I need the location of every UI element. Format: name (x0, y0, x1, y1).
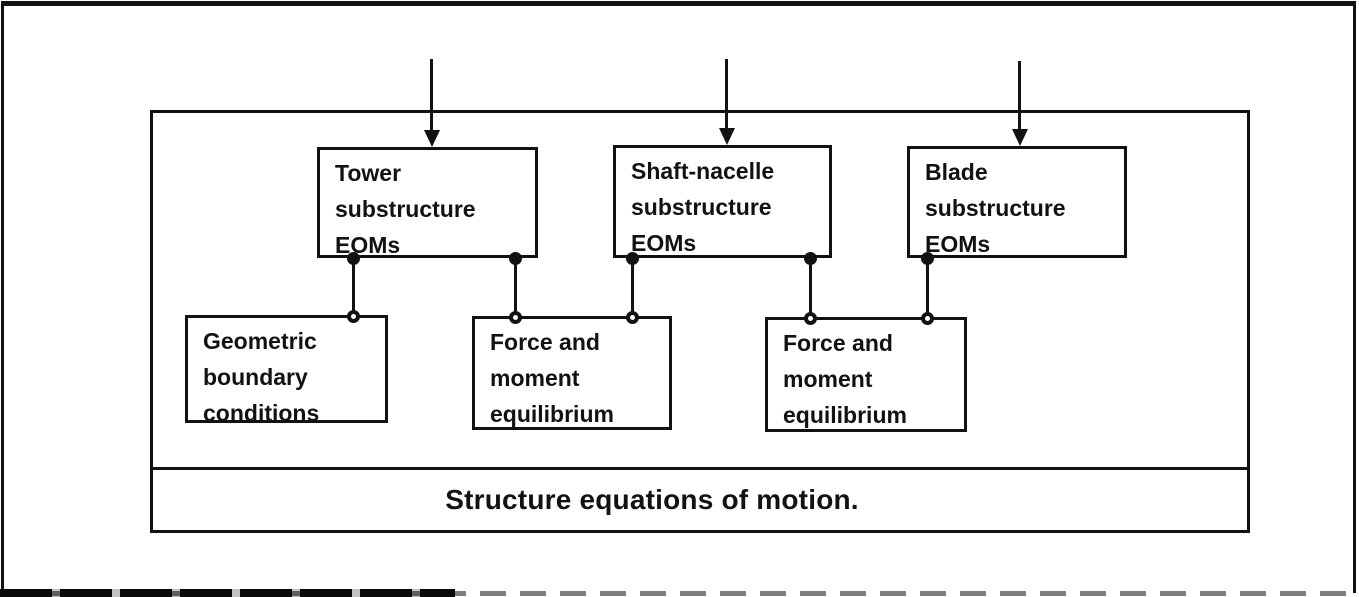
box-label-line: substructure (631, 194, 772, 220)
connector-dot-solid (804, 252, 817, 265)
box-label-line: substructure (925, 195, 1066, 221)
box-label-line: equilibrium (783, 402, 907, 428)
connector-dot-ring (626, 311, 639, 324)
connector-line (926, 258, 929, 317)
box-label-line: Force and (490, 329, 600, 355)
box-label-line: conditions (203, 400, 320, 426)
box-label-line: Force and (783, 330, 893, 356)
connector-dot-solid (347, 252, 360, 265)
input-arrow-blade (1012, 61, 1028, 146)
box-shaft-nacelle-substructure-eoms: Shaft-nacelle substructure EOMs (613, 145, 832, 258)
arrow-shaft (725, 59, 728, 130)
structure-eom-container: Structure equations of motion. (150, 110, 1250, 533)
connector-dot-solid (509, 252, 522, 265)
box-label-line: equilibrium (490, 401, 614, 427)
connector-dot-ring (921, 312, 934, 325)
box-label-line: Tower (335, 160, 402, 186)
box-label-line: moment (783, 366, 873, 392)
box-label-line: EOMs (631, 230, 697, 256)
connector-dot-solid (626, 252, 639, 265)
box-label-line: Blade (925, 159, 988, 185)
box-geometric-boundary-conditions: Geometric boundary conditions (185, 315, 388, 426)
arrow-shaft (1018, 61, 1021, 131)
down-arrowhead-icon (1012, 129, 1028, 146)
box-force-moment-equilibrium-1: Force and moment equilibrium (472, 316, 672, 430)
box-label-line: Shaft-nacelle (631, 158, 775, 184)
connector-line (514, 258, 517, 316)
input-arrow-tower (424, 59, 440, 147)
connector-dot-ring (509, 311, 522, 324)
box-blade-substructure-eoms: Blade substructure EOMs (907, 146, 1127, 258)
input-arrow-shaft-nacelle (719, 59, 735, 145)
connector-dot-solid (921, 252, 934, 265)
arrow-shaft (430, 59, 433, 132)
connector-line (809, 258, 812, 317)
down-arrowhead-icon (719, 128, 735, 145)
connector-line (352, 258, 355, 315)
footer-label: Structure equations of motion. (445, 484, 859, 515)
connector-line (631, 258, 634, 316)
box-label-line: Geometric (203, 328, 317, 354)
box-label-line: substructure (335, 196, 476, 222)
outer-border-bottom-dashes (0, 591, 1359, 596)
down-arrowhead-icon (424, 130, 440, 147)
box-tower-substructure-eoms: Tower substructure EOMs (317, 147, 538, 258)
box-label-line: EOMs (335, 232, 401, 258)
box-label-line: moment (490, 365, 580, 391)
connector-dot-ring (804, 312, 817, 325)
box-label-line: EOMs (925, 231, 991, 257)
connector-dot-ring (347, 310, 360, 323)
footer-bar: Structure equations of motion. (153, 467, 1247, 530)
box-label-line: boundary (203, 364, 308, 390)
outer-border-bottom-smudge (0, 589, 455, 597)
box-force-moment-equilibrium-2: Force and moment equilibrium (765, 317, 967, 432)
